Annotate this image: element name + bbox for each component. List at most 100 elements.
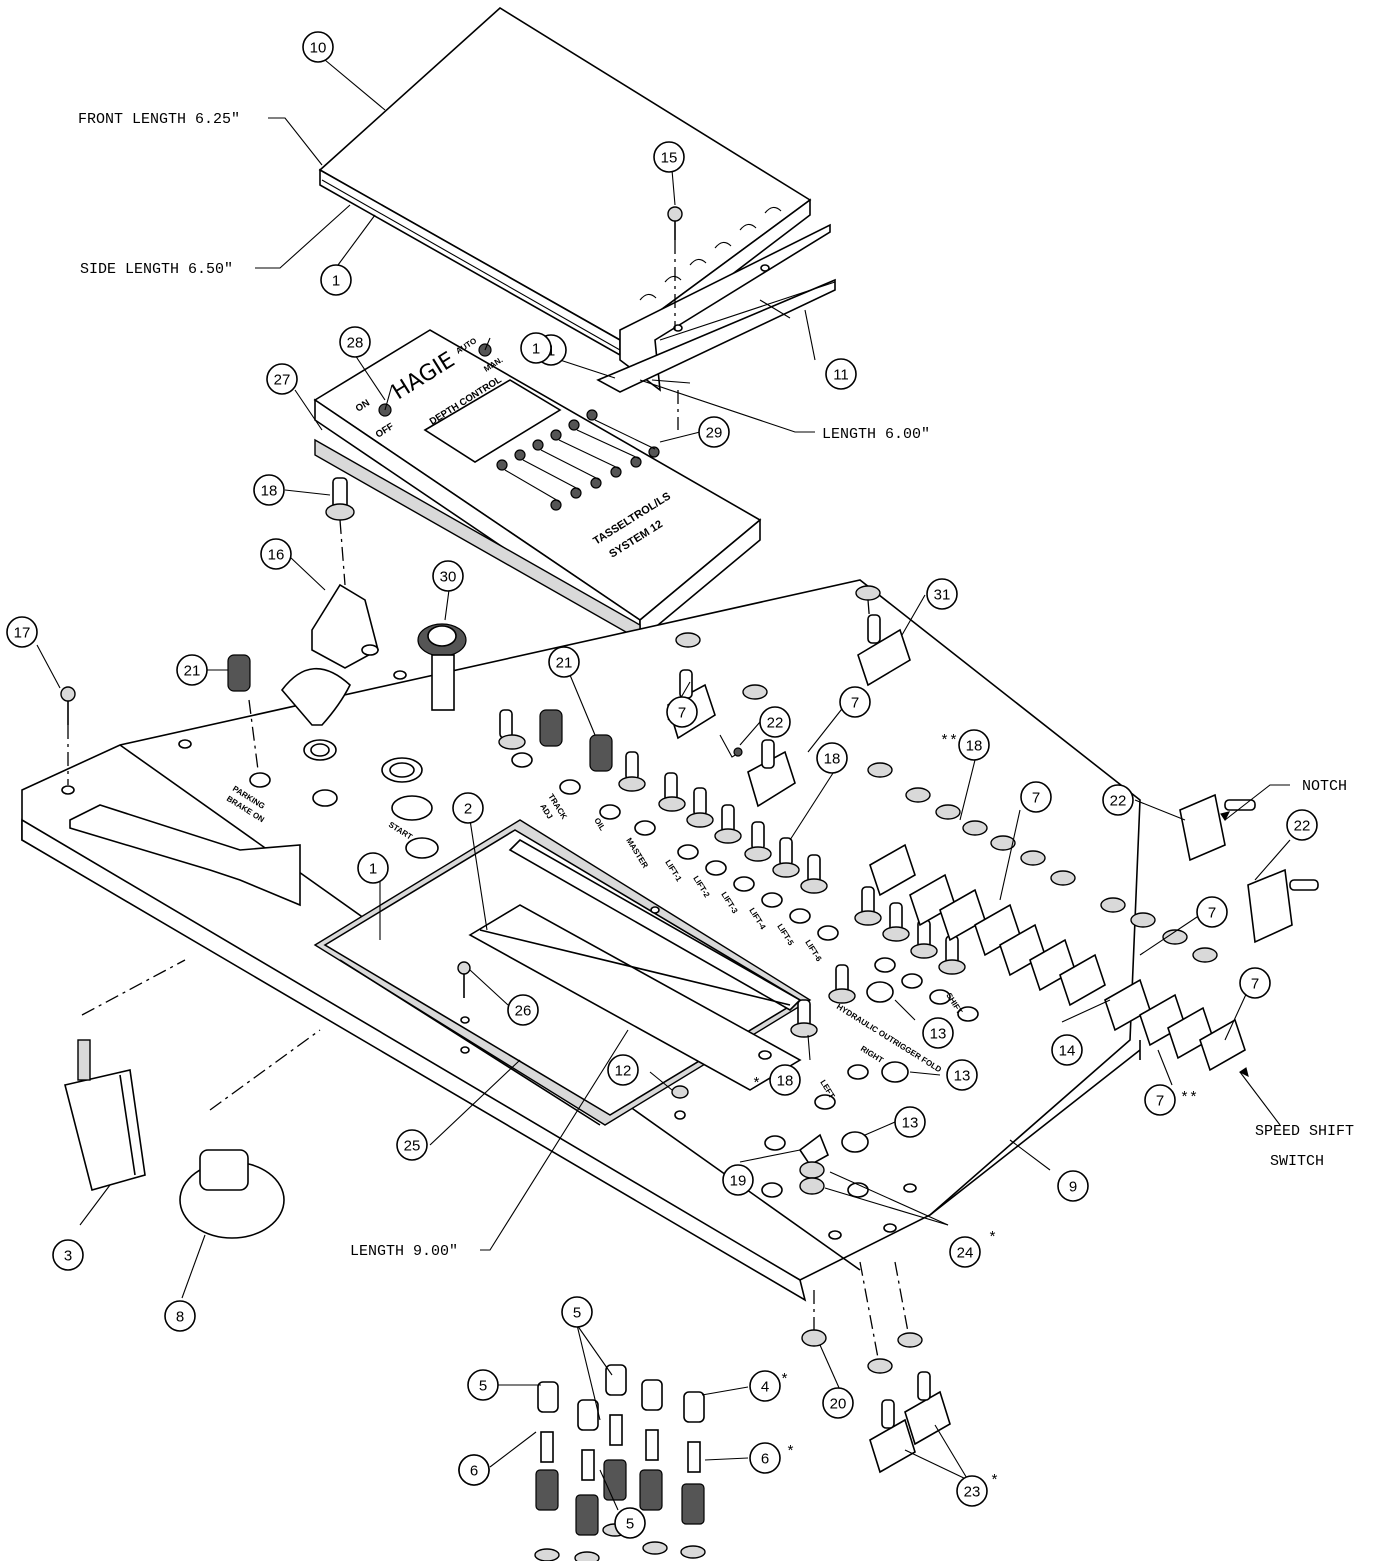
callout-number: 6 [470, 1463, 478, 1480]
callout-5: 5 [561, 1296, 593, 1328]
note-leaders [255, 117, 1290, 1251]
callout-bubbles: 1015111128271291816303121211722771818722… [6, 31, 1318, 1539]
callout-number: 7 [1251, 976, 1259, 993]
callout-28: 28 [339, 326, 371, 358]
callout-17: 17 [6, 616, 38, 648]
callout-16: 16 [260, 538, 292, 570]
callout-7: 7 [1239, 967, 1271, 999]
callout-number: 22 [1110, 793, 1127, 810]
callout-10: 10 [302, 31, 334, 63]
callout-number: 9 [1069, 1179, 1077, 1196]
callout-number: 2 [464, 801, 472, 818]
callout-18: 18 [253, 474, 285, 506]
callout-26: 26 [507, 994, 539, 1026]
callout-8: 8 [164, 1300, 196, 1332]
callout-number: 30 [440, 569, 457, 586]
asterisk-marks: ** * ** * * * * [752, 733, 1198, 1490]
callout-number: 7 [1032, 790, 1040, 807]
star-mark: * [990, 1473, 999, 1490]
callout-number: 20 [830, 1396, 847, 1413]
notch-note: NOTCH [1302, 778, 1347, 795]
callout-number: 6 [761, 1451, 769, 1468]
callout-14: 14 [1051, 1034, 1083, 1066]
callout-number: 28 [347, 335, 364, 352]
callout-18: 18 [816, 742, 848, 774]
callout-5: 5 [614, 1507, 646, 1539]
top-cover [318, 7, 836, 430]
length-900-note: LENGTH 9.00" [350, 1243, 458, 1260]
callout-number: 1 [369, 861, 377, 878]
callout-number: 3 [64, 1248, 72, 1265]
callout-22: 22 [1286, 809, 1318, 841]
length-600-note: LENGTH 6.00" [822, 426, 930, 443]
callout-number: 13 [902, 1115, 919, 1132]
callout-number: 1 [532, 341, 540, 358]
callout-number: 19 [730, 1173, 747, 1190]
callout-number: 18 [261, 483, 278, 500]
callout-19: 19 [722, 1164, 754, 1196]
callout-number: 15 [661, 150, 678, 167]
callout-number: 17 [14, 625, 31, 642]
callout-7: 7 [1144, 1084, 1176, 1116]
loose-parts [60, 686, 951, 1561]
callout-number: 21 [184, 663, 201, 680]
side-length-note: SIDE LENGTH 6.50" [80, 261, 233, 278]
callout-15: 15 [653, 141, 685, 173]
callout-1: 1 [320, 264, 352, 296]
callout-number: 4 [761, 1379, 769, 1396]
callout-22: 22 [1102, 784, 1134, 816]
callout-30: 30 [432, 560, 464, 592]
callout-29: 29 [698, 416, 730, 448]
callout-23: 23 [956, 1475, 988, 1507]
callout-6: 6 [749, 1442, 781, 1474]
callout-number: 7 [1208, 905, 1216, 922]
speed-shift-note-2: SWITCH [1270, 1153, 1324, 1170]
depth-control-box: HAGIE DEPTH CONTROL AUTO MAN. ON OFF TAS… [313, 329, 762, 642]
callout-27: 27 [266, 363, 298, 395]
panel-components [227, 477, 966, 1195]
callout-13: 13 [946, 1059, 978, 1091]
callout-number: 13 [954, 1068, 971, 1085]
callout-9: 9 [1057, 1170, 1089, 1202]
callout-7: 7 [1020, 781, 1052, 813]
callout-number: 31 [934, 587, 951, 604]
callout-number: 22 [767, 715, 784, 732]
callout-number: 1 [332, 273, 340, 290]
callout-11: 11 [825, 358, 857, 390]
leader-lines [36, 59, 1291, 1511]
callout-number: 22 [1294, 818, 1311, 835]
callout-4: 4 [749, 1370, 781, 1402]
callout-number: 8 [176, 1309, 184, 1326]
callout-number: 18 [777, 1073, 794, 1090]
callout-number: 21 [556, 655, 573, 672]
callout-number: 5 [573, 1305, 581, 1322]
callout-6: 6 [458, 1454, 490, 1486]
callout-number: 24 [957, 1245, 974, 1262]
callout-7: 7 [1196, 896, 1228, 928]
callout-number: 16 [268, 547, 285, 564]
notes: FRONT LENGTH 6.25" SIDE LENGTH 6.50" LEN… [78, 111, 1354, 1260]
callout-5: 5 [467, 1369, 499, 1401]
callout-number: 5 [626, 1516, 634, 1533]
callout-number: 27 [274, 372, 291, 389]
callout-24: 24 [949, 1236, 981, 1268]
callout-7: 7 [839, 686, 871, 718]
callout-25: 25 [396, 1129, 428, 1161]
callout-number: 25 [404, 1138, 421, 1155]
callout-number: 29 [706, 425, 723, 442]
callout-number: 7 [851, 695, 859, 712]
callout-18: 18 [958, 729, 990, 761]
callout-13: 13 [922, 1017, 954, 1049]
callout-12: 12 [607, 1054, 639, 1086]
front-length-note: FRONT LENGTH 6.25" [78, 111, 240, 128]
star-mark: * [752, 1076, 761, 1093]
callout-number: 23 [964, 1484, 981, 1501]
star-mark: * [786, 1444, 795, 1461]
callout-7: 7 [666, 696, 698, 728]
star-mark: * [780, 1372, 789, 1389]
callout-22: 22 [759, 706, 791, 738]
callout-number: 18 [824, 751, 841, 768]
star-mark: ** [1180, 1090, 1198, 1107]
